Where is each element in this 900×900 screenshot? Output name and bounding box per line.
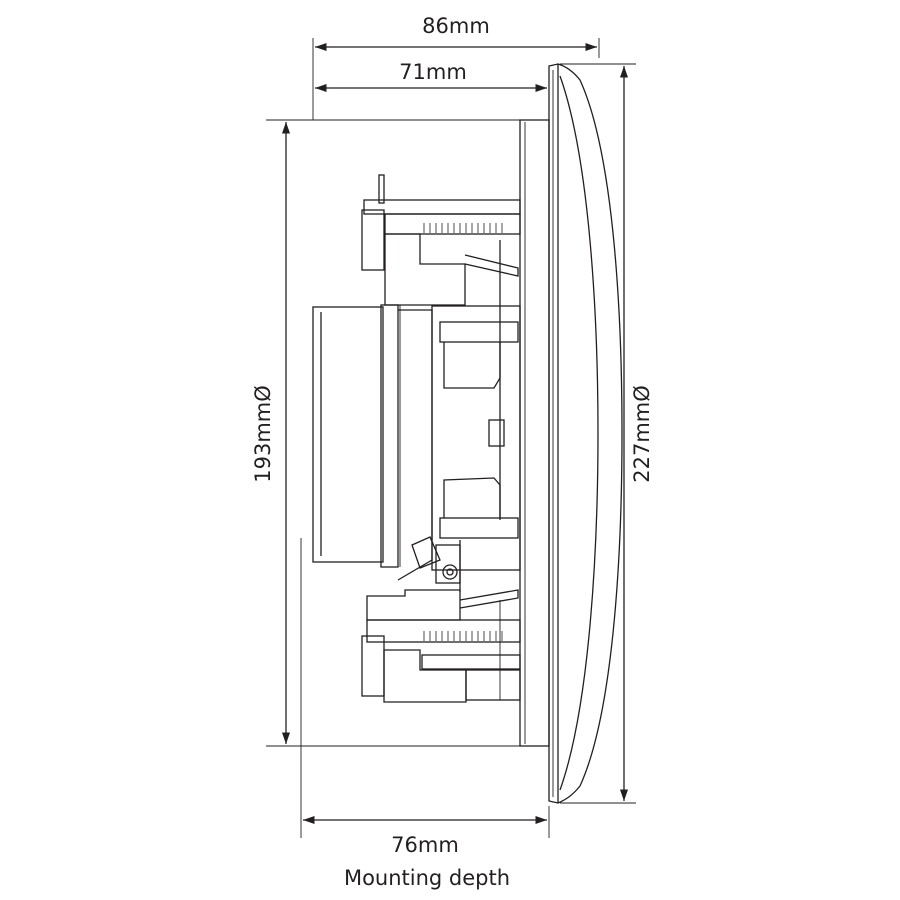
mounting-depth-caption: Mounting depth [344, 866, 510, 890]
dimension-cutout-diameter [266, 119, 520, 747]
overall-depth-label: 86mm [422, 14, 490, 38]
body-depth-label: 71mm [399, 60, 467, 84]
overall-diameter-label: 227mmØ [630, 385, 654, 483]
mounting-depth-value-label: 76mm [391, 833, 459, 857]
cutout-diameter-label: 193mmØ [251, 385, 275, 483]
dimension-overall-depth [312, 38, 600, 120]
speaker-side-profile [312, 63, 623, 804]
dimension-overall-diameter [560, 63, 636, 804]
dimension-mounting-depth [300, 538, 550, 838]
